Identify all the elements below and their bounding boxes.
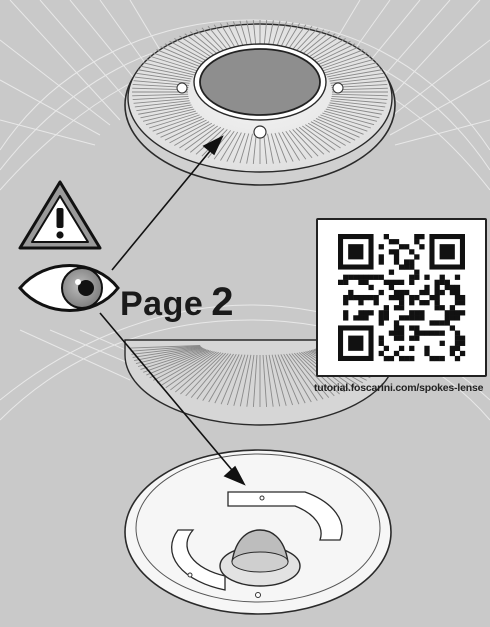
tutorial-url[interactable]: tutorial.foscarini.com/spokes-lense	[314, 382, 490, 394]
eye-icon	[20, 266, 118, 311]
lamp-base-top	[125, 20, 395, 185]
mount-plate	[125, 450, 391, 614]
lens-slot-top	[200, 49, 320, 115]
qr-code-icon	[318, 220, 485, 375]
qr-code-card[interactable]	[316, 218, 487, 377]
warning-triangle-icon	[20, 182, 100, 248]
page-reference-number: 2	[211, 280, 233, 324]
page-reference-word: Page	[120, 285, 203, 323]
